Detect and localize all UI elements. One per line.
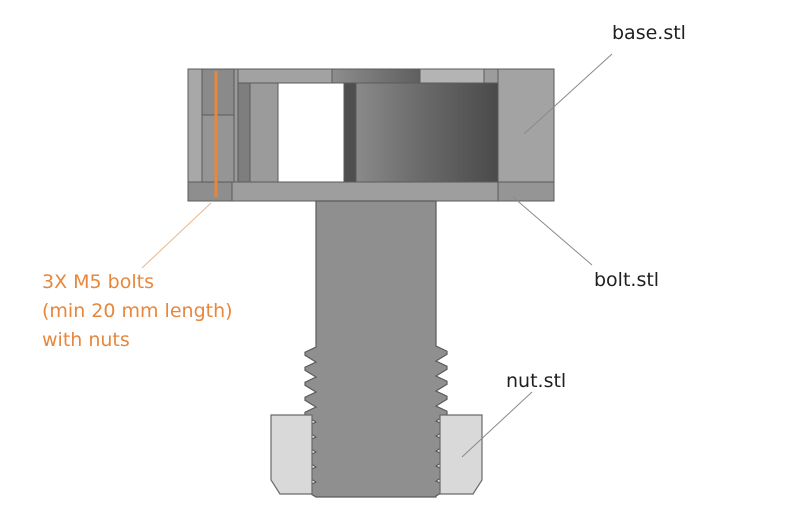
nut-left-half xyxy=(270,414,313,495)
leader-bolts-note xyxy=(141,202,212,269)
label-bolt: bolt.stl xyxy=(594,269,660,291)
leader-base xyxy=(523,53,613,135)
leader-nut xyxy=(461,391,533,458)
bolt-shaft xyxy=(304,200,448,498)
nut-part xyxy=(270,414,483,495)
label-nut: nut.stl xyxy=(506,370,567,392)
leader-bolt xyxy=(512,196,593,266)
bolts-note-line-1: 3X M5 bolts xyxy=(42,271,154,293)
bolts-note-line-2: (min 20 mm length) xyxy=(42,300,233,322)
bolt-part xyxy=(231,181,499,498)
label-base: base.stl xyxy=(612,22,686,44)
label-bolts-note: 3X M5 bolts (min 20 mm length) with nuts xyxy=(42,268,233,355)
base-part xyxy=(187,68,555,202)
bolts-note-line-3: with nuts xyxy=(42,329,130,351)
nut-right-half xyxy=(439,414,483,495)
